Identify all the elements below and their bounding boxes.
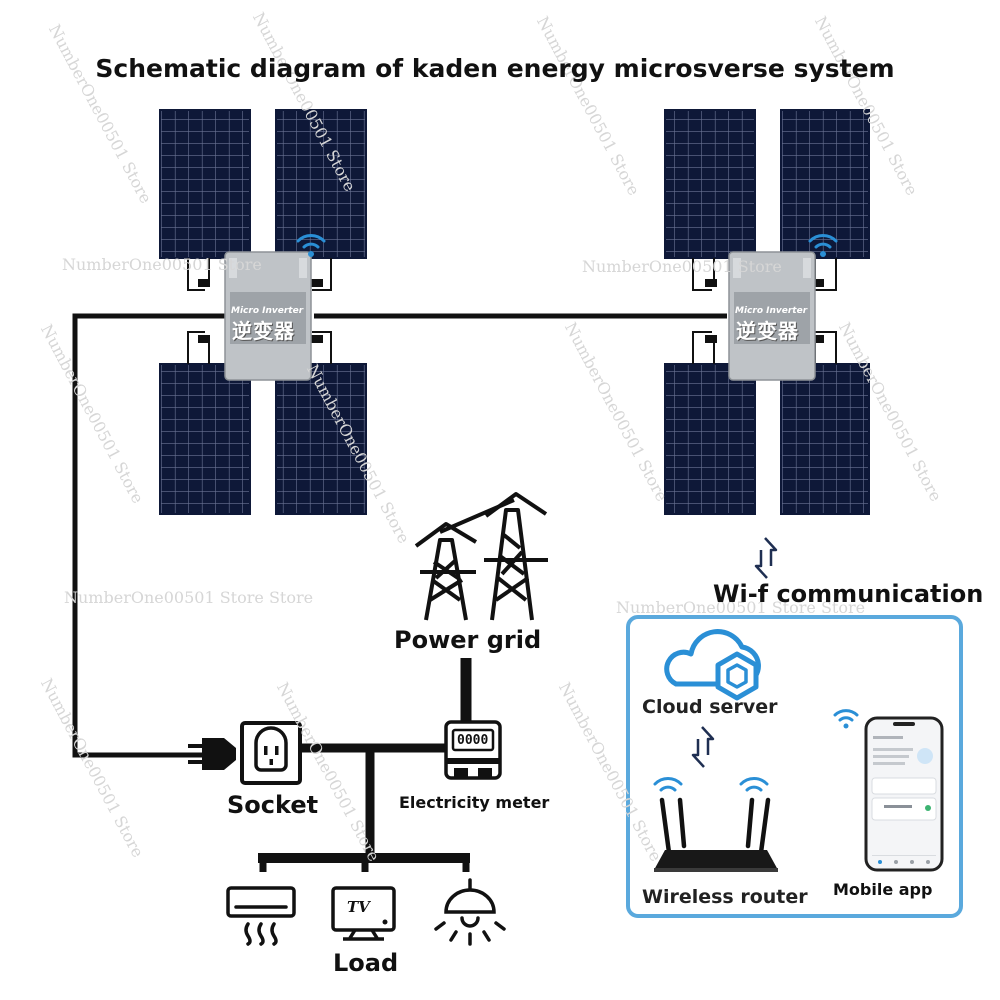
load-label: Load: [333, 949, 399, 977]
page-title: Schematic diagram of kaden energy micros…: [95, 54, 895, 83]
cloud-server-icon: [664, 629, 761, 701]
load-drops: [259, 858, 470, 872]
power-grid-label: Power grid: [394, 626, 542, 654]
electricity-meter-label: Electricity meter: [399, 793, 550, 812]
wifi-icon: [833, 709, 859, 729]
wifi-icon: [808, 234, 838, 257]
inverter-brand-right: Micro Inverter: [735, 306, 808, 316]
power-grid-tower-icon: [414, 492, 548, 621]
wifi-communication-arrows-icon: [754, 537, 778, 579]
wifi-icon: [653, 777, 683, 792]
wireless-router-icon: [654, 797, 778, 872]
inverter-label-left: 逆变器: [232, 319, 295, 343]
solar-panel-right-top-left: [664, 109, 756, 259]
solar-panel-left-bottom-left: [159, 363, 251, 515]
cloud-server-label: Cloud server: [642, 696, 778, 718]
solar-panel-right-bottom-right: [780, 363, 870, 515]
socket-icon: [240, 721, 302, 785]
electricity-meter-icon: [444, 720, 502, 780]
solar-panel-right-top-right: [780, 109, 870, 259]
mobile-app-label: Mobile app: [833, 880, 933, 899]
panel-connectors-left: [187, 258, 332, 364]
cloud-router-arrows-icon: [691, 726, 715, 768]
wifi-icon: [739, 777, 769, 792]
solar-panel-left-bottom-right: [275, 363, 367, 515]
television-icon: [331, 886, 396, 941]
solar-panel-right-bottom-left: [664, 363, 756, 515]
air-conditioner-icon: [226, 886, 296, 946]
inverter-brand-left: Micro Inverter: [231, 306, 304, 316]
wifi-communication-label: Wi-f communication: [713, 580, 984, 608]
solar-panel-left-top-left: [159, 109, 251, 259]
micro-inverter-right: [728, 251, 816, 381]
wireless-router-label: Wireless router: [642, 886, 808, 908]
wifi-icon: [296, 234, 326, 257]
meter-reading: 0000: [457, 733, 489, 748]
mobile-phone-icon: [864, 716, 944, 872]
inverter-label-right: 逆变器: [736, 319, 799, 343]
lamp-icon: [434, 878, 506, 946]
solar-panel-left-top-right: [275, 109, 367, 259]
socket-label: Socket: [227, 791, 319, 819]
tv-label: TV: [347, 898, 370, 916]
plug-icon: [188, 738, 236, 770]
ac-return-cable: [72, 313, 226, 758]
micro-inverter-left: [224, 251, 312, 381]
